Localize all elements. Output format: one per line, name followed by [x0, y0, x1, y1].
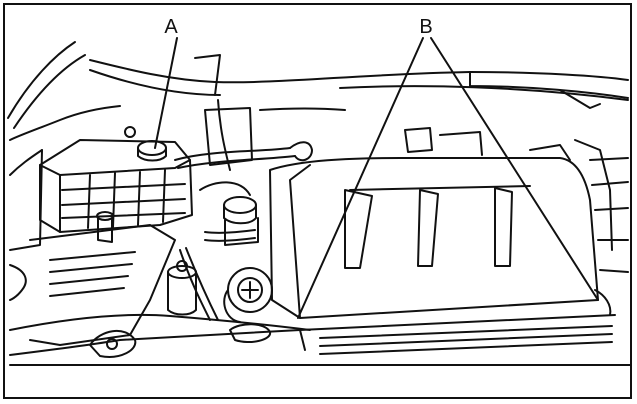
hoses	[174, 99, 346, 321]
leader-lines	[154, 37, 599, 319]
left-fender	[9, 105, 121, 301]
hood-outline	[7, 41, 629, 129]
leader-line-b-right	[430, 37, 599, 301]
callout-label-b: B	[419, 16, 432, 38]
coolant-reservoir	[39, 126, 193, 243]
callout-label-a: A	[164, 16, 178, 38]
right-components	[574, 139, 629, 316]
leader-line-a	[154, 37, 178, 149]
oil-filler-cap	[223, 267, 273, 323]
brake-fluid-reservoir	[204, 107, 259, 246]
engine-cover	[269, 127, 599, 319]
filter-canister	[167, 260, 197, 316]
lower-bracket	[9, 224, 311, 346]
leader-line-b-left	[297, 37, 424, 319]
front-crossmember	[9, 314, 631, 366]
